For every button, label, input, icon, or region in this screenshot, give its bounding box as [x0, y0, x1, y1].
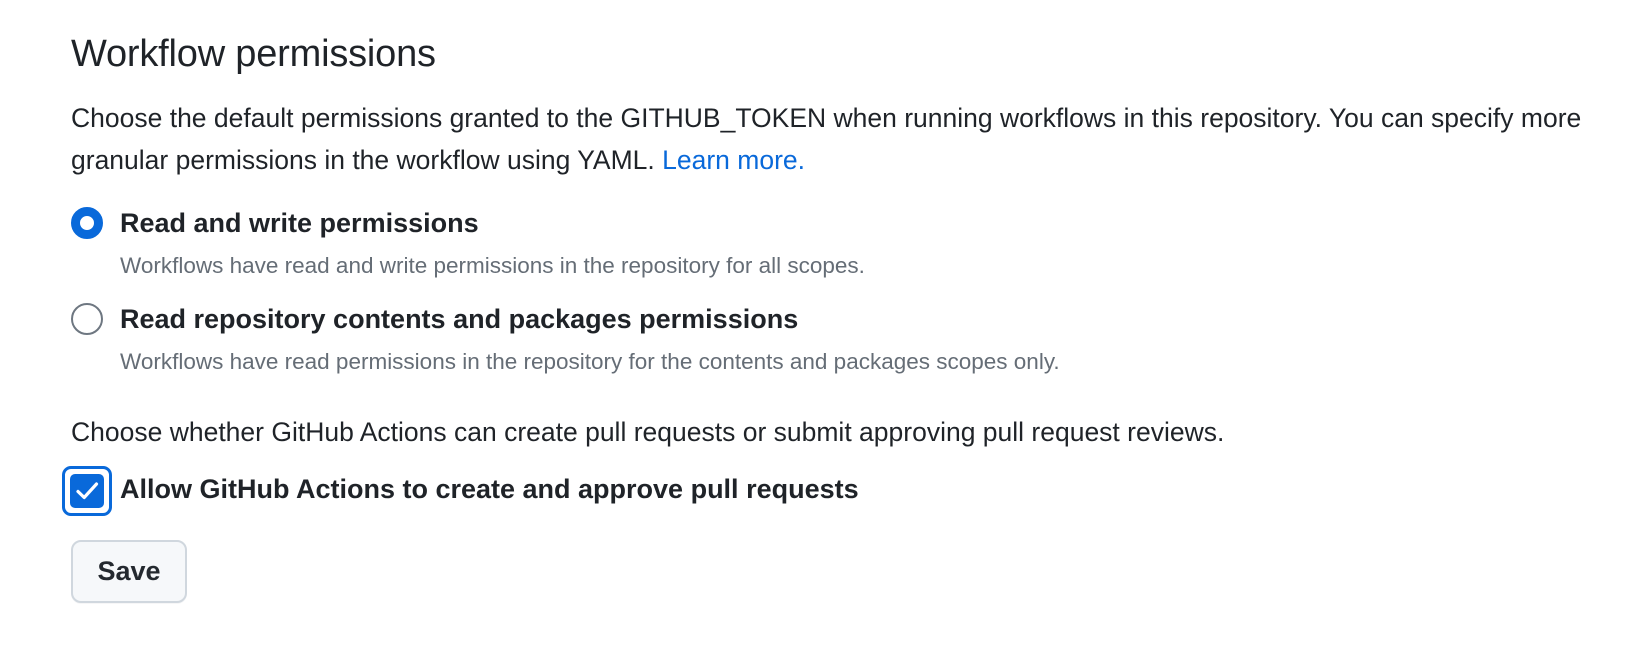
- allow-pr-checkbox[interactable]: [70, 474, 104, 508]
- option-read-contents-label: Read repository contents and packages pe…: [120, 304, 799, 334]
- checkbox-focus-ring: [62, 466, 112, 516]
- option-read-write-hint: Workflows have read and write permission…: [120, 253, 865, 278]
- option-read-contents-hint: Workflows have read permissions in the r…: [120, 349, 1060, 374]
- section-title: Workflow permissions: [71, 33, 436, 75]
- checkmark-icon: [76, 482, 99, 500]
- save-button[interactable]: Save: [71, 540, 187, 603]
- description-text: Choose the default permissions granted t…: [71, 103, 1582, 175]
- option-read-write-label: Read and write permissions: [120, 208, 479, 238]
- section-description: Choose the default permissions granted t…: [71, 97, 1591, 181]
- radio-selected-icon[interactable]: [71, 207, 103, 239]
- allow-pr-checkbox-label: Allow GitHub Actions to create and appro…: [120, 474, 859, 504]
- learn-more-link[interactable]: Learn more.: [662, 145, 806, 175]
- radio-unselected-icon[interactable]: [71, 303, 103, 335]
- pull-request-prompt: Choose whether GitHub Actions can create…: [71, 417, 1225, 447]
